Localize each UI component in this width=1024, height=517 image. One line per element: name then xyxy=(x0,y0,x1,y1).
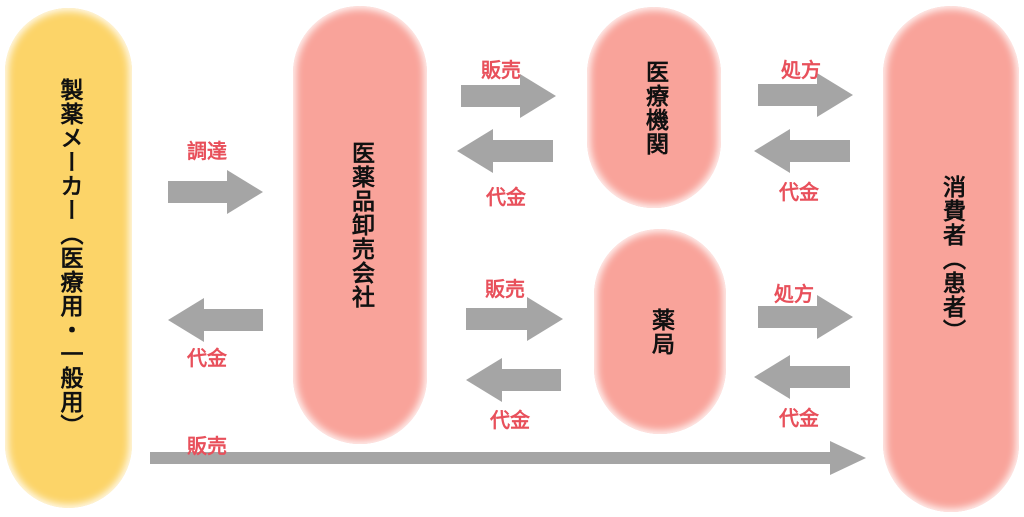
arrow-head xyxy=(527,297,563,341)
arrow-shaft xyxy=(788,366,850,388)
arrow-shaft xyxy=(168,181,229,203)
arrow-shaft xyxy=(461,85,522,107)
arrow-head xyxy=(830,441,866,475)
node-clinic: 医療機関 xyxy=(587,7,721,208)
arrow-head xyxy=(520,74,556,118)
arrow-pay-wholesaler-to-maker xyxy=(168,298,263,342)
label-sell-direct: 販売 xyxy=(187,434,227,458)
label-sell-to-clinic: 販売 xyxy=(481,58,521,82)
arrow-prescribe-clinic xyxy=(758,73,853,117)
arrow-shaft xyxy=(758,306,819,328)
arrow-shaft xyxy=(758,84,819,106)
node-pharmacy: 薬局 xyxy=(594,229,726,434)
label-sell-to-pharmacy: 販売 xyxy=(485,277,525,301)
node-clinic-label: 医療機関 xyxy=(641,59,668,156)
arrow-head xyxy=(457,129,493,173)
arrow-procure xyxy=(168,170,263,214)
arrow-shaft xyxy=(491,140,553,162)
label-pay-consumer-to-pharmacy: 代金 xyxy=(779,406,819,430)
arrow-pay-clinic-to-wholesaler xyxy=(457,129,553,173)
node-wholesaler: 医薬品卸売会社 xyxy=(293,6,427,444)
label-pay-wholesaler-to-maker: 代金 xyxy=(187,346,227,370)
arrow-shaft xyxy=(466,308,529,330)
arrow-head xyxy=(817,295,853,339)
arrow-head xyxy=(754,129,790,173)
arrow-sell-to-pharmacy xyxy=(466,297,563,341)
arrow-shaft xyxy=(202,309,263,331)
node-consumer-label: 消費者（患者） xyxy=(938,175,965,343)
arrow-shaft xyxy=(500,369,561,391)
label-prescribe-pharmacy: 処方 xyxy=(774,282,814,306)
arrow-shaft xyxy=(150,452,832,464)
label-procure: 調達 xyxy=(187,139,227,163)
arrow-head xyxy=(754,355,790,399)
arrow-sell-direct xyxy=(150,441,866,475)
arrow-head xyxy=(227,170,263,214)
arrow-pay-pharmacy-to-wholesaler xyxy=(466,358,561,402)
arrow-head xyxy=(817,73,853,117)
label-pay-clinic-to-wholesaler: 代金 xyxy=(486,185,526,209)
label-pay-pharmacy-to-wholesaler: 代金 xyxy=(490,408,530,432)
arrow-head xyxy=(168,298,204,342)
label-prescribe-clinic: 処方 xyxy=(781,58,821,82)
node-consumer: 消費者（患者） xyxy=(883,6,1019,512)
node-pharmacy-label: 薬局 xyxy=(647,307,674,356)
arrow-pay-consumer-to-pharmacy xyxy=(754,355,850,399)
arrow-sell-to-clinic xyxy=(461,74,556,118)
node-manufacturer-label: 製薬メーカー（医療用・一般用） xyxy=(56,78,82,438)
node-manufacturer: 製薬メーカー（医療用・一般用） xyxy=(5,8,132,508)
arrow-head xyxy=(466,358,502,402)
arrow-shaft xyxy=(788,140,850,162)
arrow-prescribe-pharmacy xyxy=(758,295,853,339)
label-pay-consumer-to-clinic: 代金 xyxy=(779,180,819,204)
arrow-pay-consumer-to-clinic xyxy=(754,129,850,173)
node-wholesaler-label: 医薬品卸売会社 xyxy=(347,141,374,309)
